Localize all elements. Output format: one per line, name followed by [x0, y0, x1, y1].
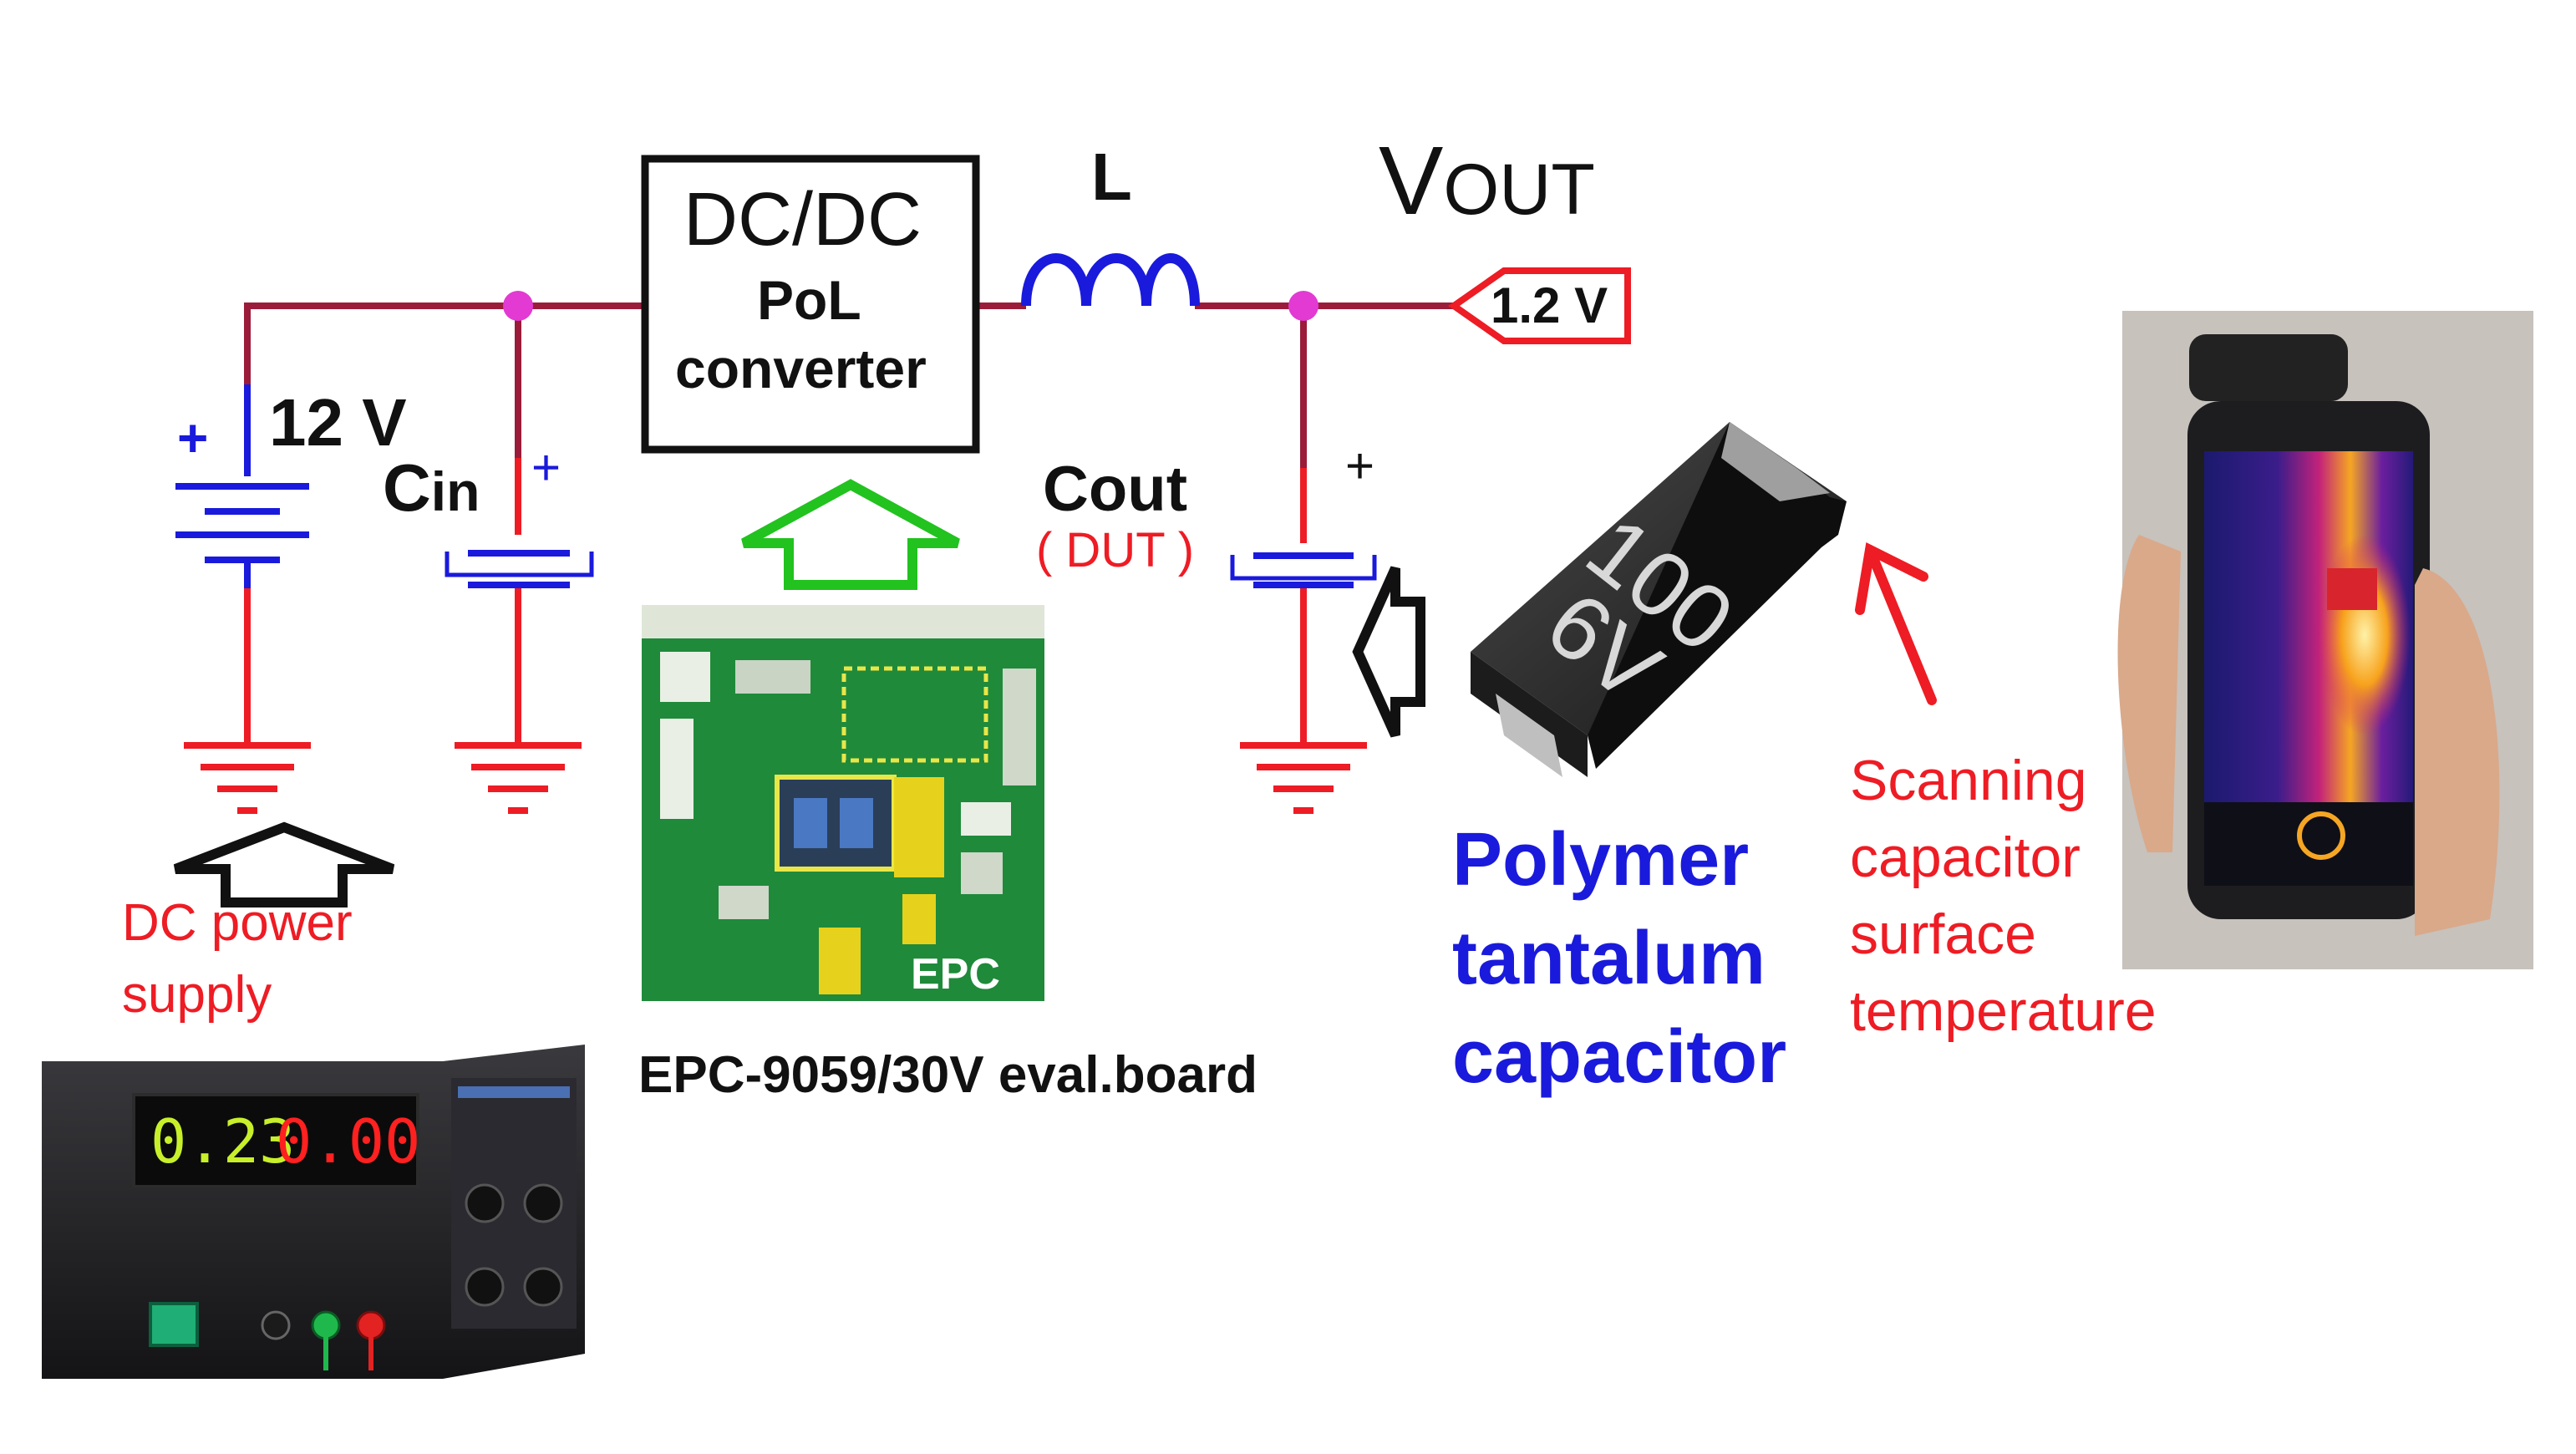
inductor-label: L [1091, 140, 1132, 214]
up-arrow-green [741, 479, 960, 590]
output-node [1288, 291, 1318, 321]
ground-cin-symbol [455, 742, 582, 814]
vout-label: VOUT [1379, 132, 1595, 229]
cin-capacitor-symbol [445, 550, 594, 588]
vout-value: 1.2 V [1491, 277, 1608, 333]
scanning-caption-4: temperature [1850, 979, 2157, 1043]
ground-battery-symbol [184, 742, 311, 814]
input-node [503, 291, 533, 321]
vout-label-sub: OUT [1443, 150, 1595, 230]
power-supply-caption-2: supply [122, 966, 272, 1024]
left-arrow-black [1352, 566, 1425, 738]
psu-display-left: 0.23 [150, 1106, 296, 1177]
cout-label: Cout [1043, 454, 1188, 525]
battery-plus-sign: + [177, 408, 209, 468]
scanning-caption-2: capacitor [1850, 826, 2081, 889]
converter-box [641, 155, 980, 454]
converter-label-3: converter [675, 338, 927, 399]
cin-label-main: C [383, 450, 431, 525]
cin-label-sub: in [430, 460, 480, 522]
cin-plus-sign: + [531, 440, 561, 496]
eval-board-photo [642, 605, 1044, 1001]
converter-label-2: PoL [757, 269, 861, 331]
scanning-caption-1: Scanning [1850, 749, 2087, 812]
red-arrow-scan [1855, 542, 1937, 705]
tantalum-capacitor-photo [1471, 422, 1847, 777]
cout-plus-sign: + [1345, 438, 1375, 494]
power-supply-caption-1: DC power [122, 894, 353, 952]
ground-cout-symbol [1240, 742, 1367, 814]
vout-terminal-tag [1448, 267, 1631, 344]
cout-capacitor-symbol [1230, 552, 1377, 588]
inductor-symbol [1021, 253, 1200, 307]
ground-symbols [184, 742, 1367, 814]
capacitor-caption-1: Polymer [1452, 818, 1750, 902]
scanning-caption-3: surface [1850, 902, 2036, 966]
thermal-phone-photo [2117, 311, 2533, 969]
psu-display-right: 0.00 [276, 1106, 421, 1177]
vout-label-main: V [1379, 126, 1444, 235]
capacitor-caption-3: capacitor [1452, 1015, 1787, 1099]
eval-board-caption: EPC-9059/30V eval.board [638, 1046, 1258, 1104]
source-voltage-label: 12 V [269, 385, 407, 460]
power-supply-photo [42, 1045, 585, 1379]
cout-dut-note: ( DUT ) [1036, 523, 1195, 577]
cin-label: Cin [383, 455, 480, 521]
capacitor-caption-2: tantalum [1452, 917, 1766, 1000]
battery-symbol [175, 384, 309, 588]
converter-label-1: DC/DC [683, 178, 922, 262]
up-arrow-black [173, 821, 395, 907]
eval-board-silkscreen: EPC [911, 950, 1000, 999]
ground-wires [244, 458, 1307, 744]
